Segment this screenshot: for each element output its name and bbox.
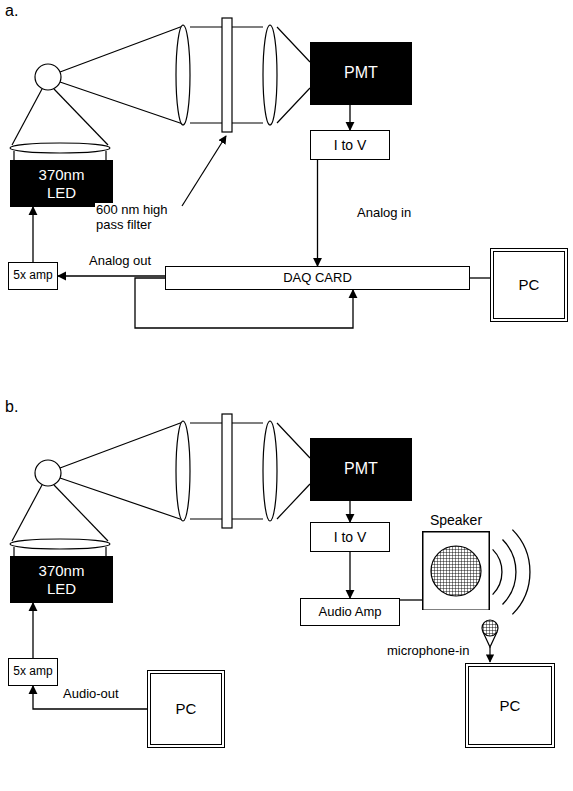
sample-cuvette	[35, 64, 61, 90]
node-text: 370nm LED	[33, 562, 91, 597]
detector-box: PMT	[310, 42, 412, 105]
signal-wire	[349, 552, 350, 598]
signal-wire	[349, 105, 350, 130]
light-cone	[13, 151, 14, 160]
node-text: PC	[176, 700, 197, 717]
signal-wire	[33, 686, 147, 709]
lens	[10, 143, 110, 153]
signal-wire	[58, 275, 165, 276]
converter-box: I to V	[310, 130, 390, 160]
detector-box: PMT	[310, 438, 412, 501]
node-text: DAQ CARD	[283, 271, 352, 286]
signal-wire	[470, 277, 490, 278]
lens	[263, 25, 277, 125]
signal-wire	[317, 160, 318, 266]
node-text: Speaker	[430, 512, 482, 528]
light-cone	[60, 26, 183, 72]
signal-wire	[349, 501, 350, 522]
node-text: I to V	[334, 137, 367, 153]
amplifier-box: Audio Amp	[300, 598, 400, 626]
converter-box: I to V	[310, 522, 390, 552]
speaker-cabinet	[423, 532, 490, 610]
light-cone	[60, 82, 183, 124]
sound-waves	[493, 530, 530, 615]
node-text: PMT	[344, 460, 378, 478]
source-box: 370nm LED	[10, 160, 113, 207]
speaker-symbol	[422, 531, 490, 610]
speaker-grille	[431, 546, 481, 596]
optical-path	[10, 18, 310, 160]
computer-box: PC	[465, 663, 555, 748]
signal-label: Audio-out	[62, 687, 120, 702]
node-text: Audio Amp	[319, 605, 382, 620]
node-text: PC	[519, 276, 540, 293]
light-cone	[54, 89, 108, 145]
signal-wire	[32, 603, 33, 658]
panel-label: a.	[4, 2, 19, 20]
microphone	[482, 620, 498, 662]
signal-wire	[400, 599, 422, 600]
node-text: 5x amp	[13, 269, 52, 283]
light-cone	[12, 89, 42, 145]
amplifier-box: 5x amp	[8, 658, 58, 686]
amplifier-box: 5x amp	[8, 262, 58, 290]
sound-wave	[512, 530, 530, 615]
microphone-cable	[489, 647, 490, 662]
signal-label: microphone-in	[386, 644, 470, 659]
node-text: 5x amp	[13, 665, 52, 679]
signal-wire	[32, 207, 33, 262]
signal-label: Analog in	[356, 206, 412, 221]
signal-label: Analog out	[88, 254, 152, 269]
light-cone	[105, 151, 106, 160]
optical-path	[10, 414, 310, 556]
node-text: PMT	[344, 64, 378, 82]
filter	[222, 18, 232, 132]
computer-box: PC	[490, 248, 568, 322]
lens	[176, 25, 190, 125]
part-label: 600 nm high pass filter	[95, 203, 181, 233]
leader-arrow	[182, 136, 226, 206]
panel-label: b.	[4, 398, 19, 416]
microphone-head	[482, 620, 498, 636]
node-text: PC	[500, 697, 521, 714]
light-cone	[277, 27, 310, 62]
node-text: 370nm LED	[33, 166, 91, 201]
sound-wave	[493, 549, 502, 594]
speaker-box: Speaker	[422, 512, 490, 610]
source-box: 370nm LED	[10, 556, 113, 603]
sound-wave	[503, 540, 516, 605]
computer-box: PC	[147, 670, 225, 748]
light-cone	[277, 88, 310, 123]
node-text: I to V	[334, 529, 367, 545]
daq-box: DAQ CARD	[165, 266, 470, 290]
